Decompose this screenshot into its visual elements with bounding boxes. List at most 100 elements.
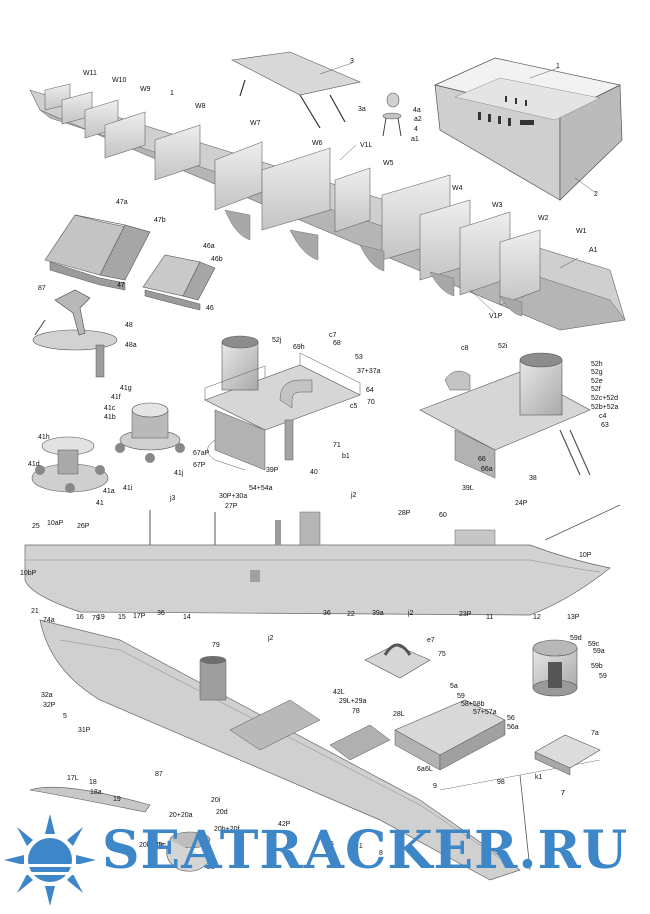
- label-24P: 24P: [515, 500, 528, 507]
- label-66a: 66a: [481, 466, 493, 473]
- label-j2-bottom: j2: [407, 610, 414, 617]
- label-7a: 7a: [591, 730, 599, 737]
- label-74a: 74a: [43, 617, 55, 624]
- label-20i: 20i: [211, 797, 221, 804]
- label-47b: 47b: [154, 217, 166, 224]
- label-47a: 47a: [116, 199, 128, 206]
- label-20b+20c: 20b+20c: [139, 842, 167, 849]
- label-25: 25: [32, 523, 40, 530]
- label-63: 63: [601, 422, 609, 429]
- label-32P: 32P: [43, 702, 56, 709]
- label-52c+52d: 52c+52d: [591, 395, 618, 402]
- label-7-iso: 7: [561, 790, 565, 797]
- plate-7: [534, 734, 601, 776]
- label-36b: 36: [323, 610, 331, 617]
- capstan-41g: [115, 402, 185, 463]
- label-48: 48: [125, 322, 133, 329]
- label-87: 87: [38, 285, 46, 292]
- capstan-59: [532, 639, 578, 697]
- funnel-assembly-right: [419, 352, 591, 479]
- label-a2: a2: [414, 116, 422, 123]
- label-25-iso: 25: [207, 864, 215, 871]
- label-23P: 23P: [459, 611, 472, 618]
- label-21: 21: [31, 608, 39, 615]
- label-20c: 20c: [153, 842, 165, 849]
- label-41f: 41f: [111, 394, 121, 401]
- label-35: 35: [326, 841, 334, 848]
- label-41c: 41c: [104, 405, 116, 412]
- label-79a: 79: [92, 615, 100, 622]
- label-46: 46: [206, 305, 214, 312]
- label-75: 75: [438, 651, 446, 658]
- label-42P: 42P: [278, 821, 291, 828]
- label-46b: 46b: [211, 256, 223, 263]
- label-41-iso: 41: [355, 843, 363, 850]
- label-26P: 26P: [77, 523, 90, 530]
- label-3: 3: [350, 58, 354, 65]
- label-j3: j3: [169, 495, 176, 502]
- label-17P: 17P: [133, 613, 146, 620]
- bridge-block: [394, 699, 506, 771]
- sun-logo-icon: [4, 814, 96, 906]
- label-29L+29a: 29L+29a: [339, 698, 367, 705]
- label-59d: 59d: [570, 635, 582, 642]
- label-41d: 41d: [28, 461, 40, 468]
- label-59-bridge: 59: [457, 693, 465, 700]
- label-40: 40: [310, 469, 318, 476]
- label-31P: 31P: [78, 727, 91, 734]
- label-W6: W6: [312, 140, 323, 147]
- label-W2: W2: [538, 215, 549, 222]
- label-7: 7: [561, 790, 565, 797]
- label-58+58b: 58+58b: [461, 701, 485, 708]
- label-57+57a: 57+57a: [473, 709, 497, 716]
- label-c7: c7: [329, 332, 337, 339]
- label-19-iso: 19: [113, 796, 121, 803]
- label-20h+20f: 20h+20f: [214, 826, 240, 833]
- label-67P: 67P: [193, 462, 206, 469]
- label-42L: 42L: [333, 689, 345, 696]
- label-W3: W3: [492, 202, 503, 209]
- capstan-41h: [31, 436, 109, 493]
- label-W4: W4: [452, 185, 463, 192]
- label-20+20a: 20+20a: [169, 812, 193, 819]
- label-18: 18: [89, 779, 97, 786]
- label-14: 14: [183, 614, 191, 621]
- label-16: 16: [76, 614, 84, 621]
- label-j2-top: j2: [350, 492, 357, 499]
- label-59a: 59a: [593, 648, 605, 655]
- label-W5: W5: [383, 160, 394, 167]
- label-W8: W8: [195, 103, 206, 110]
- label-13P: 13P: [567, 614, 580, 621]
- label-70: 70: [367, 399, 375, 406]
- chair-part: [382, 92, 402, 137]
- label-18a: 18a: [90, 789, 102, 796]
- label-48a: 48a: [125, 342, 137, 349]
- label-36a: 36: [157, 610, 165, 617]
- ship-side-view: [24, 504, 621, 616]
- ship-iso-view: [39, 619, 601, 881]
- label-8: 8: [379, 850, 383, 857]
- label-41h: 41h: [38, 434, 50, 441]
- label-79b: 79: [212, 642, 220, 649]
- cabin-box: [433, 57, 623, 201]
- label-98: 98: [497, 779, 505, 786]
- label-52i: 52i: [498, 343, 508, 350]
- label-67aP: 67aP: [193, 450, 210, 457]
- label-54+54a: 54+54a: [249, 485, 273, 492]
- label-59c: 59c: [588, 641, 600, 648]
- label-W7: W7: [250, 120, 261, 127]
- label-W11: W11: [83, 70, 97, 77]
- label-9: 9: [433, 783, 437, 790]
- label-30P+30a: 30P+30a: [219, 493, 247, 500]
- label-c5: c5: [350, 403, 358, 410]
- label-41b: 41b: [104, 414, 116, 421]
- label-87-iso: 87: [155, 771, 163, 778]
- hatch-46: [142, 254, 216, 311]
- label-W9: W9: [140, 86, 151, 93]
- label-20d: 20d: [216, 809, 228, 816]
- label-10aP: 10aP: [47, 520, 64, 527]
- funnel-assembly-left: [204, 335, 361, 471]
- label-56: 56: [507, 715, 515, 722]
- label-78: 78: [352, 708, 360, 715]
- label-6a: 6a: [417, 766, 425, 773]
